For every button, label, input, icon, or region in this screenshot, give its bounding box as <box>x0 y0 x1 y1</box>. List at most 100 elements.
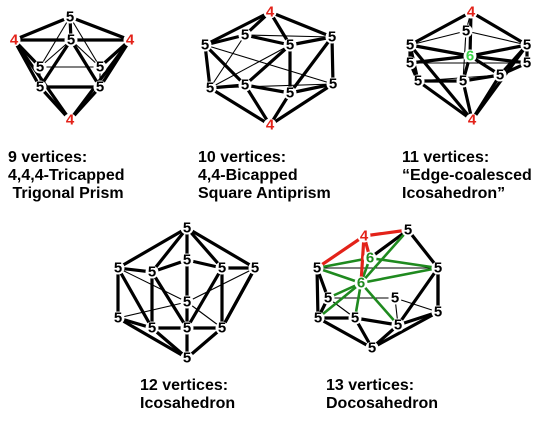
vertex-halo <box>263 118 277 132</box>
red-edge <box>359 234 366 285</box>
vertex-halo <box>403 56 417 70</box>
caption-11-line-1: 11 vertices: <box>402 149 489 166</box>
edge <box>288 82 335 95</box>
edge <box>408 54 472 65</box>
vertex-label: 5 <box>328 29 336 46</box>
vertex-label: 6 <box>366 250 374 267</box>
vertex-label: 5 <box>286 37 294 54</box>
red-edge <box>315 234 366 270</box>
caption-9-line-3: Trigonal Prism <box>8 185 124 202</box>
vertex-halo <box>198 38 212 52</box>
edge <box>416 79 474 122</box>
vertex-halo <box>215 321 229 335</box>
vertex-halo <box>465 113 479 127</box>
vertex-label: 5 <box>183 320 191 337</box>
caption-13-line-1: 13 vertices: <box>326 377 414 394</box>
vertex-label: 5 <box>523 37 531 54</box>
edge <box>268 10 334 39</box>
edge <box>408 43 474 122</box>
edge <box>116 226 189 270</box>
vertex-halo <box>456 74 470 88</box>
hidden-edge <box>465 30 528 46</box>
edge <box>315 266 320 320</box>
caption-10-line-3: Square Antiprism <box>198 185 331 202</box>
vertex-label: 5 <box>351 310 359 327</box>
vertex-halo <box>459 24 473 38</box>
vertex-halo <box>325 30 339 44</box>
vertex-halo <box>111 261 125 275</box>
vertex-halo <box>180 321 194 335</box>
vertex-label: 4 <box>126 32 135 49</box>
vertex-label: 5 <box>329 76 337 93</box>
caption-10-line-2: 4,4-Bicapped <box>198 167 298 184</box>
edge <box>12 15 72 42</box>
vertex-label: 5 <box>66 9 74 26</box>
vertex-halo <box>391 318 405 332</box>
vertex-halo <box>348 311 362 325</box>
vertex-halo <box>203 81 217 95</box>
vertex-halo <box>63 113 77 127</box>
vertex-label: 5 <box>462 23 470 40</box>
green-edge <box>368 256 440 270</box>
vertex-label: 5 <box>241 27 249 44</box>
vertex-halo <box>310 261 324 275</box>
vertex-label: 5 <box>148 264 156 281</box>
edge <box>203 10 272 47</box>
vertex-label: 5 <box>523 55 531 72</box>
edge <box>116 266 154 330</box>
vertex-halo <box>180 221 194 235</box>
vertex-label: 4 <box>468 112 477 129</box>
green-edge <box>359 281 400 327</box>
vertex-halo <box>388 291 402 305</box>
edge <box>208 86 272 127</box>
edge <box>470 43 529 122</box>
edge <box>38 85 72 122</box>
vertex-label: 5 <box>314 310 322 327</box>
edge <box>288 35 334 47</box>
red-edge <box>362 228 410 238</box>
vertex-halo <box>145 265 159 279</box>
edge <box>408 10 473 47</box>
vertex-halo <box>311 311 325 325</box>
vertex-label: 5 <box>148 320 156 337</box>
vertex-label: 5 <box>404 222 412 239</box>
vertex-halo <box>93 80 107 94</box>
edge <box>203 33 247 47</box>
vertex-halo <box>520 56 534 70</box>
vertex-halo <box>321 291 335 305</box>
caption-12-line-1: 12 vertices: <box>140 377 228 394</box>
vertex-label: 5 <box>218 320 226 337</box>
vertex-label: 5 <box>114 310 122 327</box>
vertex-halo <box>33 60 47 74</box>
vertex-halo <box>248 261 262 275</box>
edge <box>243 83 292 95</box>
caption-13-line-2: Docosahedron <box>326 395 438 412</box>
green-edge <box>316 281 363 320</box>
vertex-label: 5 <box>201 37 209 54</box>
vertex-label: 5 <box>391 290 399 307</box>
hidden-edge <box>186 301 223 329</box>
edge <box>220 266 257 330</box>
edge <box>468 43 529 58</box>
vertex-halo <box>283 38 297 52</box>
edge <box>203 43 212 90</box>
vertex-label: 5 <box>67 32 75 49</box>
vertex-halo <box>64 33 78 47</box>
green-edge <box>359 266 440 285</box>
edge <box>185 226 224 270</box>
vertex-label: 5 <box>218 260 226 277</box>
hidden-edge <box>244 34 333 38</box>
edge <box>396 310 440 327</box>
caption-11-line-2: “Edge-coalesced <box>402 167 532 184</box>
vertex-halo <box>354 276 368 290</box>
vertex-label: 5 <box>96 59 104 76</box>
edge <box>150 326 189 360</box>
edge <box>469 10 529 47</box>
vertex-label: 5 <box>434 260 442 277</box>
edge <box>330 35 335 86</box>
